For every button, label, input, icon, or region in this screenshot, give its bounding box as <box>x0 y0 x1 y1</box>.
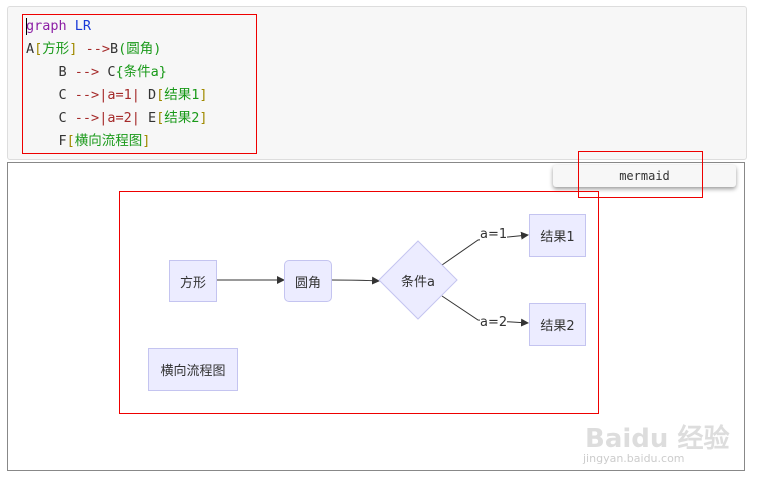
code-editor[interactable]: graph LR A[方形] -->B(圆角) B --> C{条件a} C -… <box>7 6 747 160</box>
watermark-url: jingyan.baidu.com <box>583 452 685 465</box>
node-id: B <box>109 41 119 57</box>
node-condition: 条件a <box>401 274 435 290</box>
arrow: --> <box>74 87 100 103</box>
node-rounded: 圆角 <box>284 260 332 302</box>
node-id: F <box>58 133 67 149</box>
node-text: 结果1 <box>164 87 200 103</box>
arrow: --> <box>85 41 110 57</box>
keyword: graph <box>26 18 67 34</box>
code-text[interactable]: graph LR A[方形] -->B(圆角) B --> C{条件a} C -… <box>26 18 208 149</box>
node-text: 横向流程图 <box>74 133 143 149</box>
edge-label-a2: a=2 <box>480 315 508 330</box>
node-text: 圆角 <box>126 41 154 57</box>
edge-b-c <box>330 276 380 285</box>
edge-c-e <box>441 295 529 327</box>
watermark-brand: Baidu 经验 <box>585 424 730 454</box>
node-id: E <box>147 110 157 126</box>
node-id: C <box>58 87 67 103</box>
node-square: 方形 <box>169 260 217 302</box>
node-id: C <box>107 64 116 80</box>
node-id: C <box>58 110 67 126</box>
decision-node-shape <box>378 240 458 320</box>
mermaid-button[interactable]: mermaid <box>553 165 736 187</box>
node-result-1: 结果1 <box>529 214 586 257</box>
arrow: --> <box>74 110 100 126</box>
direction: LR <box>74 18 92 34</box>
diagram-preview <box>7 162 745 471</box>
node-id: A <box>26 41 35 57</box>
node-horizontal-flowchart: 横向流程图 <box>148 348 238 391</box>
arrow: --> <box>74 64 100 80</box>
node-text: 条件a <box>123 64 159 80</box>
text-cursor <box>26 18 27 35</box>
edge-label-a1: a=1 <box>480 227 508 242</box>
edge-label: |a=2| <box>99 110 140 126</box>
edge-c-d <box>441 231 529 266</box>
node-result-2: 结果2 <box>529 303 586 346</box>
node-text: 结果2 <box>164 110 200 126</box>
edge-label: |a=1| <box>99 87 140 103</box>
node-id: D <box>147 87 157 103</box>
node-id: B <box>58 64 67 80</box>
node-text: 方形 <box>42 41 70 57</box>
